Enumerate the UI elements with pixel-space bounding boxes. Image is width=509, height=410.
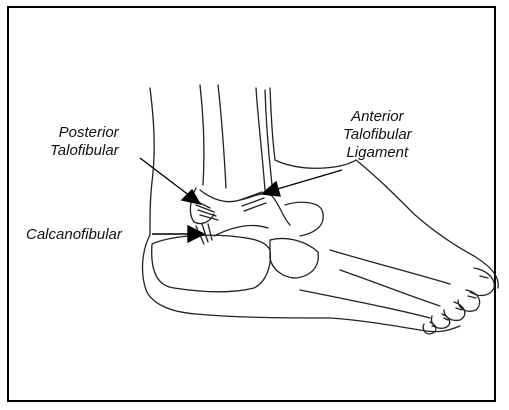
anterior-leader bbox=[274, 170, 342, 190]
anterior-label-line-1: Anterior bbox=[343, 108, 412, 126]
tibia-front-line bbox=[256, 88, 265, 190]
tibia-outline bbox=[150, 88, 154, 235]
heel-outline bbox=[143, 235, 460, 332]
talus-lower bbox=[214, 226, 268, 236]
calcaneofibular-label: Calcanofibular bbox=[26, 226, 122, 244]
cuboid-bone bbox=[270, 239, 318, 279]
big-toe bbox=[470, 268, 494, 295]
posterior-label-line-2: Talofibular bbox=[50, 142, 119, 160]
fibula-front-line bbox=[218, 85, 226, 188]
toe-2 bbox=[458, 290, 480, 311]
anterior-label-line-3: Ligament bbox=[343, 144, 412, 162]
calcaneus-bone bbox=[152, 235, 271, 292]
posterior-leader bbox=[140, 158, 190, 196]
anterior-ligament-fibers bbox=[240, 192, 266, 211]
posterior-label-line-1: Posterior bbox=[50, 124, 119, 142]
anterior-label-line-2: Talofibular bbox=[343, 126, 412, 144]
posterior-talofibular-label: Posterior Talofibular bbox=[50, 124, 119, 160]
anterior-talofibular-ligament-label: Anterior Talofibular Ligament bbox=[343, 108, 412, 162]
fibula-back-line bbox=[200, 85, 204, 185]
navicular-bone bbox=[285, 202, 323, 236]
toe-5 bbox=[423, 322, 436, 334]
metatarsal-lines bbox=[300, 250, 450, 318]
